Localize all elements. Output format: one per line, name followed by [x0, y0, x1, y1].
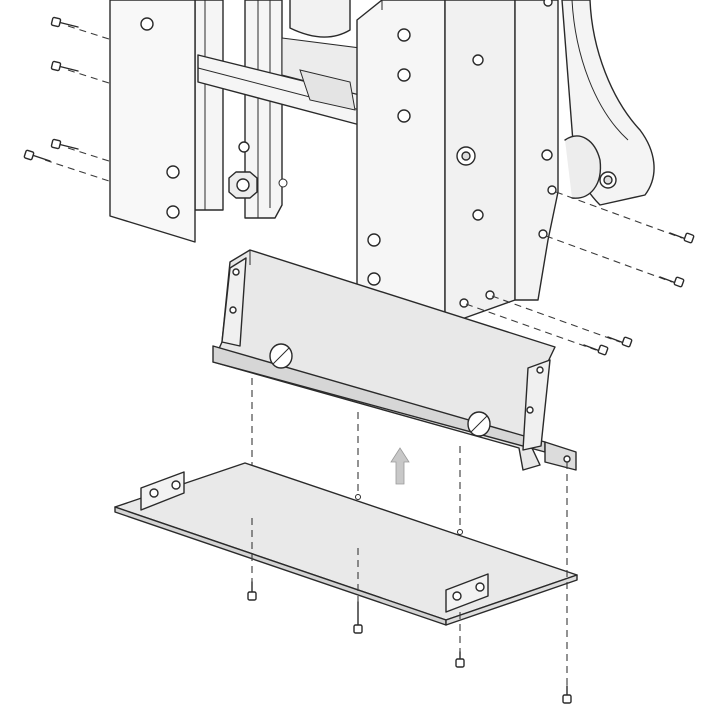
- cap-screw-icon: [50, 60, 79, 72]
- right-tab-bracket: [445, 573, 489, 613]
- cap-screw-icon: [247, 581, 257, 601]
- lower-base-plate: [114, 462, 578, 626]
- cap-screw-icon: [669, 232, 695, 244]
- rear-upright-tube: [194, 0, 224, 211]
- screw-set-right: [583, 232, 695, 356]
- right-side-bracket: [459, 0, 559, 308]
- right-side-flange: [522, 359, 551, 451]
- cap-screw-icon: [353, 601, 363, 634]
- upper-bracket-plate: [212, 249, 577, 471]
- left-mounting-plate: [109, 0, 196, 243]
- cap-screw-icon: [562, 685, 572, 704]
- up-arrow-icon: [390, 447, 410, 485]
- cap-screw-icon: [583, 344, 609, 356]
- screw-set-bottom: [247, 581, 572, 704]
- cap-screw-icon: [23, 149, 51, 162]
- large-hole-right: [467, 411, 491, 437]
- large-hole-left: [269, 343, 293, 369]
- left-frame-assembly: [109, 0, 361, 243]
- vertical-column: [356, 0, 516, 326]
- cap-screw-icon: [50, 16, 79, 28]
- screw-set-upper-left: [23, 16, 79, 162]
- cap-screw-icon: [607, 336, 633, 348]
- cap-screw-icon: [455, 651, 465, 668]
- cap-screw-icon: [50, 138, 79, 150]
- left-tab-bracket: [140, 471, 185, 511]
- hex-bolt: [228, 171, 288, 199]
- left-side-flange: [221, 257, 247, 347]
- cap-screw-icon: [659, 276, 685, 288]
- curved-arm: [543, 0, 655, 206]
- column-pivot-bolt: [456, 146, 476, 166]
- alignment-lines: [44, 25, 683, 686]
